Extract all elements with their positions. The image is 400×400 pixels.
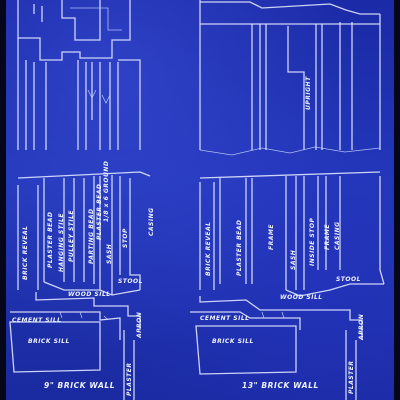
label-brick-reveal-left: BRICK REVEAL [22,225,29,281]
right-head-detail [199,0,381,156]
label-casing-right: CASING [334,221,341,250]
label-inside-stop: INSIDE STOP [309,217,316,266]
label-brick-reveal-right: BRICK REVEAL [205,221,212,277]
right-sill-detail [190,171,385,400]
left-dark-edge [0,0,6,400]
label-stool-right: STOOL [336,276,361,283]
label-pulley-stile: PULLEY STILE [68,209,75,262]
label-plaster-bead-left: PLASTER BEAD [47,211,54,268]
label-wood-sill-left: WOOD SILL [68,291,111,298]
label-sash-right: SASH [290,249,297,270]
left-head-detail [17,0,141,150]
label-sash-left: SASH [106,243,113,264]
label-casing-left: CASING [148,207,155,236]
label-brick-sill-left: BRICK SILL [28,338,70,345]
caption-9-brick-wall: 9" BRICK WALL [44,381,116,390]
right-dark-edge [394,0,400,400]
label-stop-left: STOP [122,228,129,248]
label-cement-sill-right: CEMENT SILL [200,315,250,322]
label-plaster-right: PLASTER [348,360,355,395]
label-plaster-left: PLASTER [126,362,133,397]
label-cement-sill-left: CEMENT SILL [12,317,62,324]
label-plaster-bead-right: PLASTER BEAD [236,219,243,276]
label-apron-right: APRON [358,313,365,340]
label-frame-casing: FRAME [324,224,331,250]
label-upright: UPRIGHT [305,76,312,110]
label-stool-left: STOOL [118,278,143,285]
label-brick-sill-right: BRICK SILL [212,338,254,345]
label-ground: 1/8 x 6 GROUND [103,160,110,222]
label-frame-right: FRAME [268,224,275,250]
label-apron-left: APRON [136,311,143,338]
left-sill-detail [9,171,151,400]
label-parting-bead: PARTING BEAD [88,208,95,265]
label-wood-sill-right: WOOD SILL [280,294,323,301]
label-plaster-bead-inner: PLASTER BEAD [96,183,103,240]
caption-13-brick-wall: 13" BRICK WALL [242,381,319,390]
label-hanging-stile: HANGING STILE [58,213,65,272]
